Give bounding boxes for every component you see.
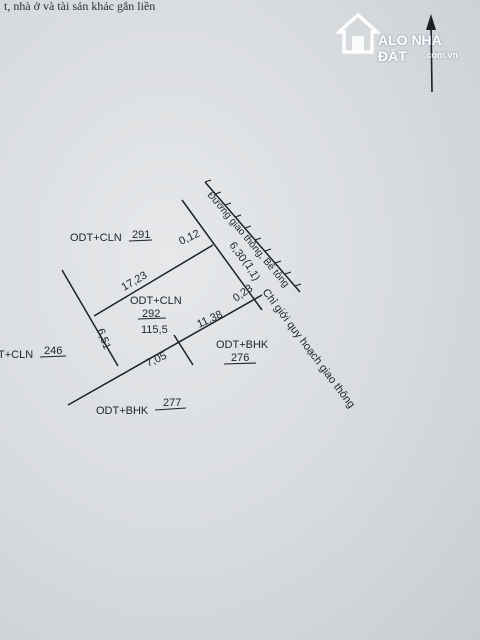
watermark-brand: ALO NHÀ ĐẤT [378,32,442,64]
header-text: t, nhà ở và tài sản khác gắn liền [4,0,155,13]
south-boundary [67,294,263,406]
parcel-246-number: 246 [44,345,62,357]
road-inner-edge [181,199,263,311]
watermark-logo: ALO NHÀ ĐẤT .com.vn [336,6,459,64]
dim-south-edge-right: 11,38 [195,309,224,331]
parcel-246-type: T+CLN [0,349,33,361]
road-outer-edge [204,181,301,293]
east-parcel-divider [173,334,194,366]
main-parcel-number: 292 [142,308,160,320]
main-parcel-underline [137,317,167,320]
road-hatching [204,179,302,287]
north-boundary [93,244,214,317]
parcel-276-type: ODT+BHK [216,339,269,351]
planning-line-label: Chỉ giới quy hoạch giao thông [260,287,357,411]
dim-corner-top: 0,12 [177,228,201,248]
dim-north-edge: 17,23 [120,269,150,293]
parcel-277-number: 277 [163,397,181,409]
main-parcel-type: ODT+CLN [130,295,182,307]
parcel-246-underline [39,355,67,358]
watermark-domain: .com.vn [424,50,459,60]
north-arrow-icon [426,14,436,93]
dim-west-edge: 6,51 [94,327,113,351]
parcel-291-type: ODT+CLN [70,232,122,244]
parcel-277-underline [154,407,187,411]
parcel-276-number: 276 [231,352,249,364]
parcel-277-type: ODT+BHK [96,405,149,417]
west-boundary [61,269,119,367]
main-parcel-area: 115,5 [141,324,168,336]
dim-south-edge-left: 7,05 [144,350,168,370]
house-logo-icon [336,12,380,54]
parcel-291-number: 291 [132,229,150,241]
parcel-276-underline [223,362,257,365]
parcel-291-underline [128,239,153,242]
